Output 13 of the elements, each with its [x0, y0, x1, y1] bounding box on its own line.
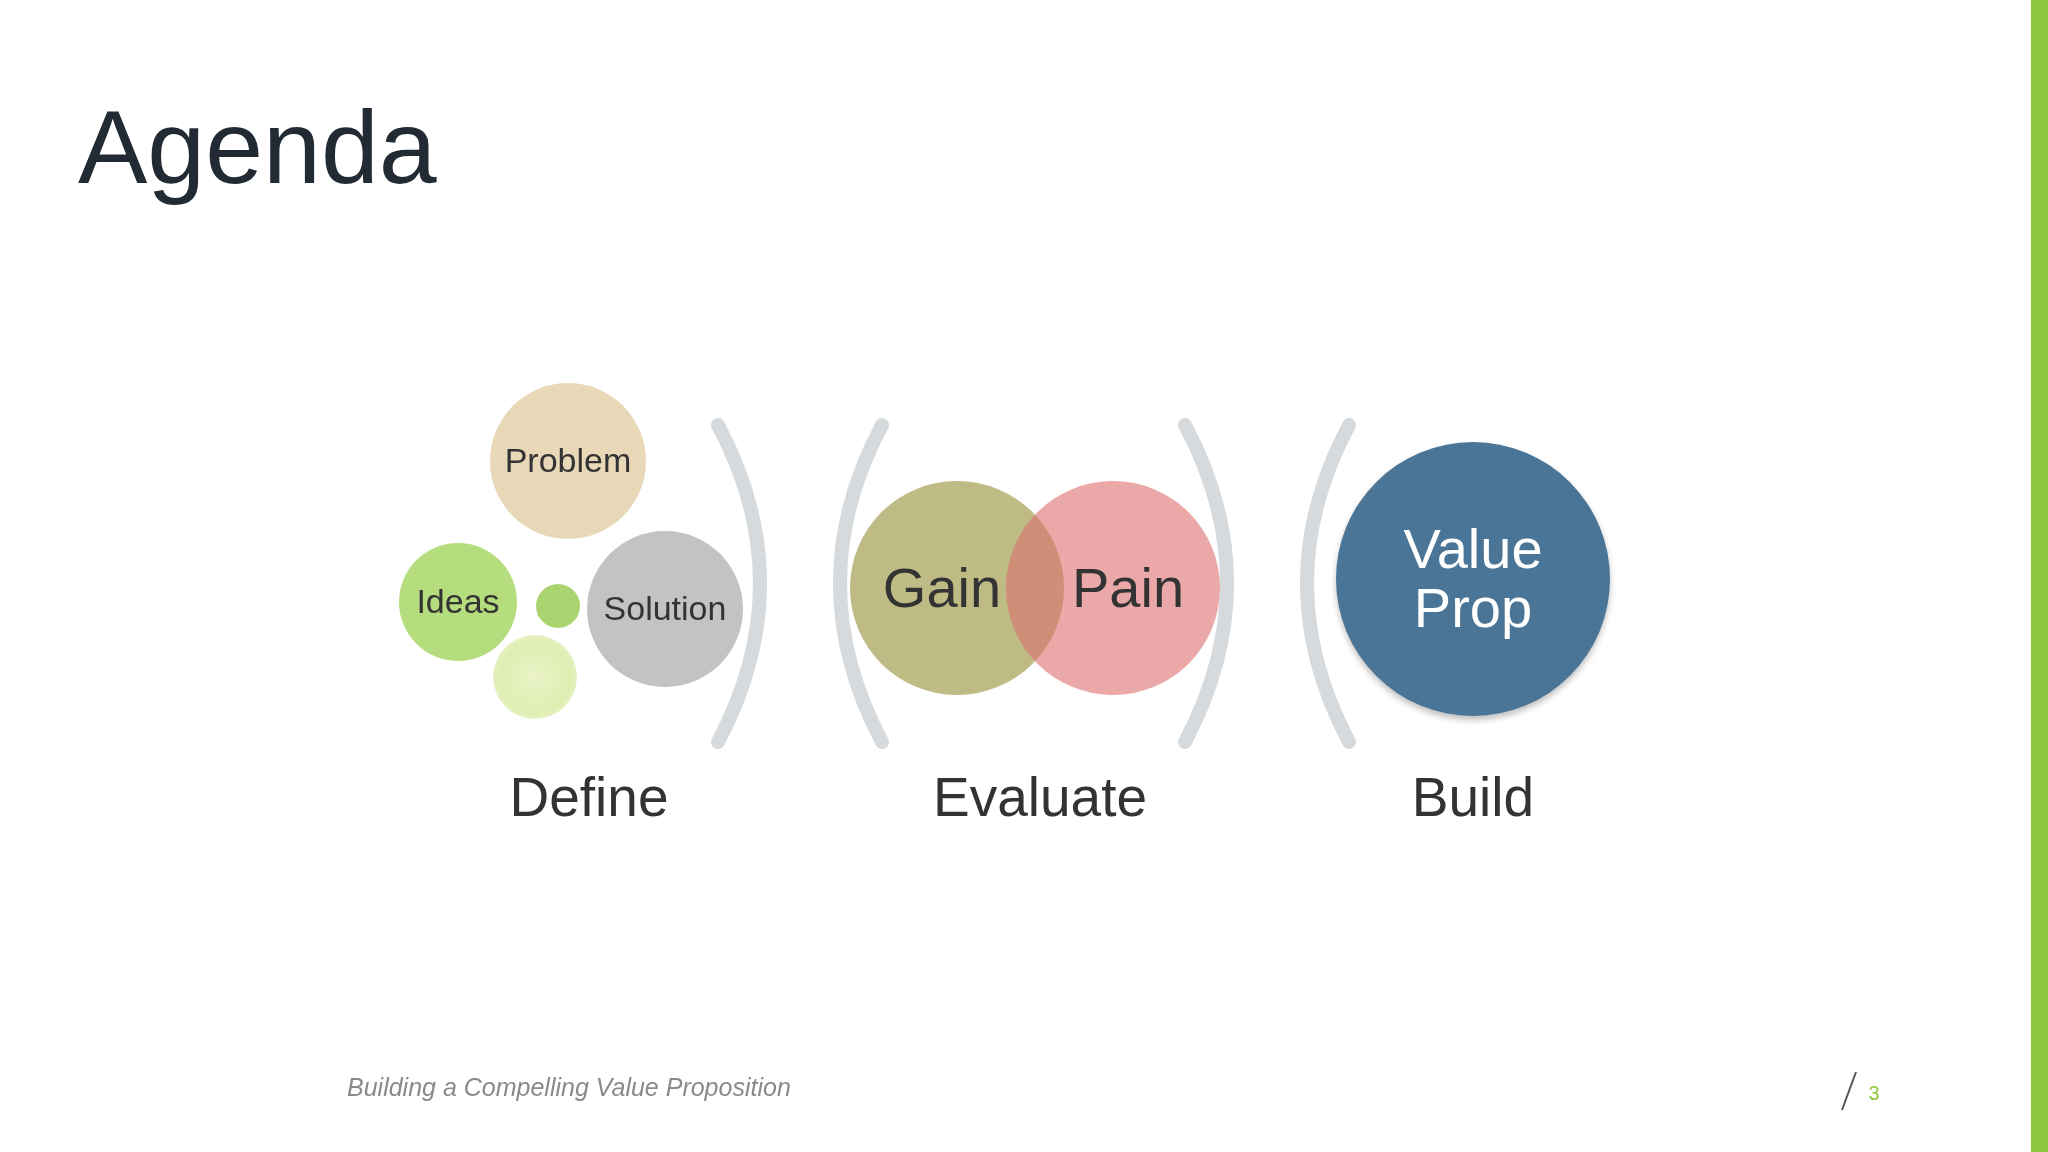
stage-label: Define	[509, 765, 669, 829]
slide-title: Agenda	[78, 88, 437, 207]
node-label: Problem	[504, 443, 632, 479]
page-number: 3	[1868, 1082, 1880, 1105]
node-label: Solution	[603, 591, 727, 627]
footer-text: Building a Compelling Value Proposition	[347, 1073, 791, 1102]
node-label: Ideas	[416, 584, 500, 620]
stage-label: Build	[1411, 765, 1535, 829]
node-label: Value Prop	[1402, 520, 1544, 638]
node-label: Gain	[882, 558, 1002, 618]
node-label: Pain	[1071, 558, 1185, 618]
stage-label: Evaluate	[933, 765, 1147, 829]
circle-shape	[536, 584, 580, 628]
